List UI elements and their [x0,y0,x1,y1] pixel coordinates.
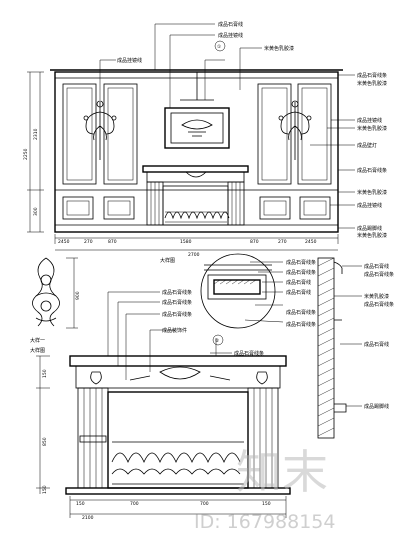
panel-right-a [257,83,292,185]
detail-callout-1: 成品石膏线条 [286,269,316,276]
fp-left-dim-0: 150 [42,369,48,378]
overall-width: 2700 [188,252,200,258]
fp-bottom-dim-1: 700 [130,501,139,507]
ornament-dim: 900 [75,291,81,300]
callout-right-7: 成品挂镜线 [357,202,382,209]
fp-left-dim-1: 850 [42,437,48,446]
base-dim-1: 270 [84,239,93,245]
fp-bottom-dim-3: 150 [262,501,271,507]
callout-top-2: 米黄色乳胶漆 [264,45,294,52]
wall-height-dim: 2310 [33,128,39,140]
base-dim-2: 870 [108,239,117,245]
watermark-logo: 知末 [236,445,328,499]
base-height-dim: 300 [33,207,39,216]
ornament-title: 大样一 [30,337,45,344]
svg-text:②: ② [215,338,219,344]
fireplace-callout-0: 成品石膏线条 [162,289,192,296]
side-callout-0: 成品石膏线 [364,263,389,270]
left-dimensions: 2310 2250 300 [23,71,44,233]
detail-callout-2: 成品石膏线 [286,279,311,286]
side-callout-2: 米黄乳胶漆 [364,293,389,300]
panel-left-b [103,83,138,185]
fireplace-detail: ② 成品石膏线条 成品石膏线条 成品石膏线条 成品石膏线条 成品装饰件 150 … [30,289,291,521]
callout-right-2: 成品挂镜线 [357,117,382,124]
total-height-dim: 2250 [23,148,29,160]
svg-text:米黄色乳胶漆: 米黄色乳胶漆 [357,232,387,239]
callout-right-0: 成品石膏线条 [357,72,387,79]
side-section: 成品石膏线 成品石膏线条 米黄乳胶漆 成品石膏线条 成品石膏线 成品踢脚线 [317,257,394,439]
wall-sconce-right [278,100,312,160]
ornament-detail: 900 大样一 [30,257,81,344]
callout-right-1: 米黄色乳胶漆 [357,80,387,87]
fireplace-section-title: 大样图 [160,257,175,264]
callout-right-3: 米黄色乳胶漆 [357,125,387,132]
fireplace-callout-1: 成品石膏线条 [162,299,192,306]
base-dim-5: 270 [278,239,287,245]
svg-text:①: ① [217,44,221,50]
detail-callout-5: 成品石膏线条 [286,321,316,328]
fp-bottom-dim-0: 150 [76,501,85,507]
circular-detail: 成品石膏线条 成品石膏线条 成品石膏线 成品石膏线 成品石膏线条 成品石膏线条 … [160,253,316,329]
panel-left-a [62,83,97,185]
wall-sconce-left [83,100,117,160]
base-dim-4: 870 [250,239,259,245]
detail-callout-4: 成品石膏线条 [286,309,316,316]
top-callouts: 成品石膏线 成品挂镜线 ① 米黄色乳胶漆 [154,21,294,108]
side-callout-5: 成品踢脚线 [364,403,389,410]
detail-callout-3: 成品石膏线 [286,289,311,296]
watermark: 知末 ID: 167988154 [194,445,335,533]
side-callout-1: 成品石膏线条 [364,271,394,278]
right-callouts: 成品石膏线条 米黄色乳胶漆 成品挂镜线 米黄色乳胶漆 成品壁灯 成品石膏线条 米… [310,72,387,239]
panel-right-b [297,83,332,185]
fireplace-section-label: 大样图 [30,347,45,354]
base-dimensions: 2450 270 870 1580 870 270 2450 2700 [54,234,339,258]
side-callout-3: 成品石膏线条 [364,301,394,308]
detail-callout-0: 成品石膏线条 [286,259,316,266]
callout-top-0: 成品石膏线 [218,21,243,28]
fp-left-dim-2: 150 [42,485,48,494]
wall-outline [54,71,339,233]
central-picture [164,72,230,149]
fireplace-callout-2: 成品石膏线条 [162,311,192,318]
callout-right-6: 米黄色乳胶漆 [357,189,387,196]
watermark-id: ID: 167988154 [194,511,335,533]
elevation-mark-1 [214,40,226,52]
callout-right-5: 成品石膏线条 [357,167,387,174]
base-dim-3: 1580 [180,239,192,245]
side-callout-4: 成品石膏线 [364,341,389,348]
callout-right-4: 成品壁灯 [357,142,377,149]
callout-top-1: 成品挂镜线 [218,32,243,39]
fp-bottom-dim-2: 700 [200,501,209,507]
fp-total-dim: 2100 [82,515,94,521]
main-elevation: 2450 270 870 1580 870 270 2450 2700 2310… [23,21,387,258]
callout-sconce-left: 成品挂镜线 [117,57,142,64]
fireplace-callout-3: 成品装饰件 [162,327,187,334]
base-dim-6: 2450 [305,239,317,245]
base-dim-0: 2450 [58,239,70,245]
fireplace-callout-top: 成品石膏线条 [234,350,264,357]
callout-right-8: 成品踢脚线 [357,225,382,232]
fireplace-elevation [142,165,249,226]
fireplace-mark-2 [212,334,224,346]
